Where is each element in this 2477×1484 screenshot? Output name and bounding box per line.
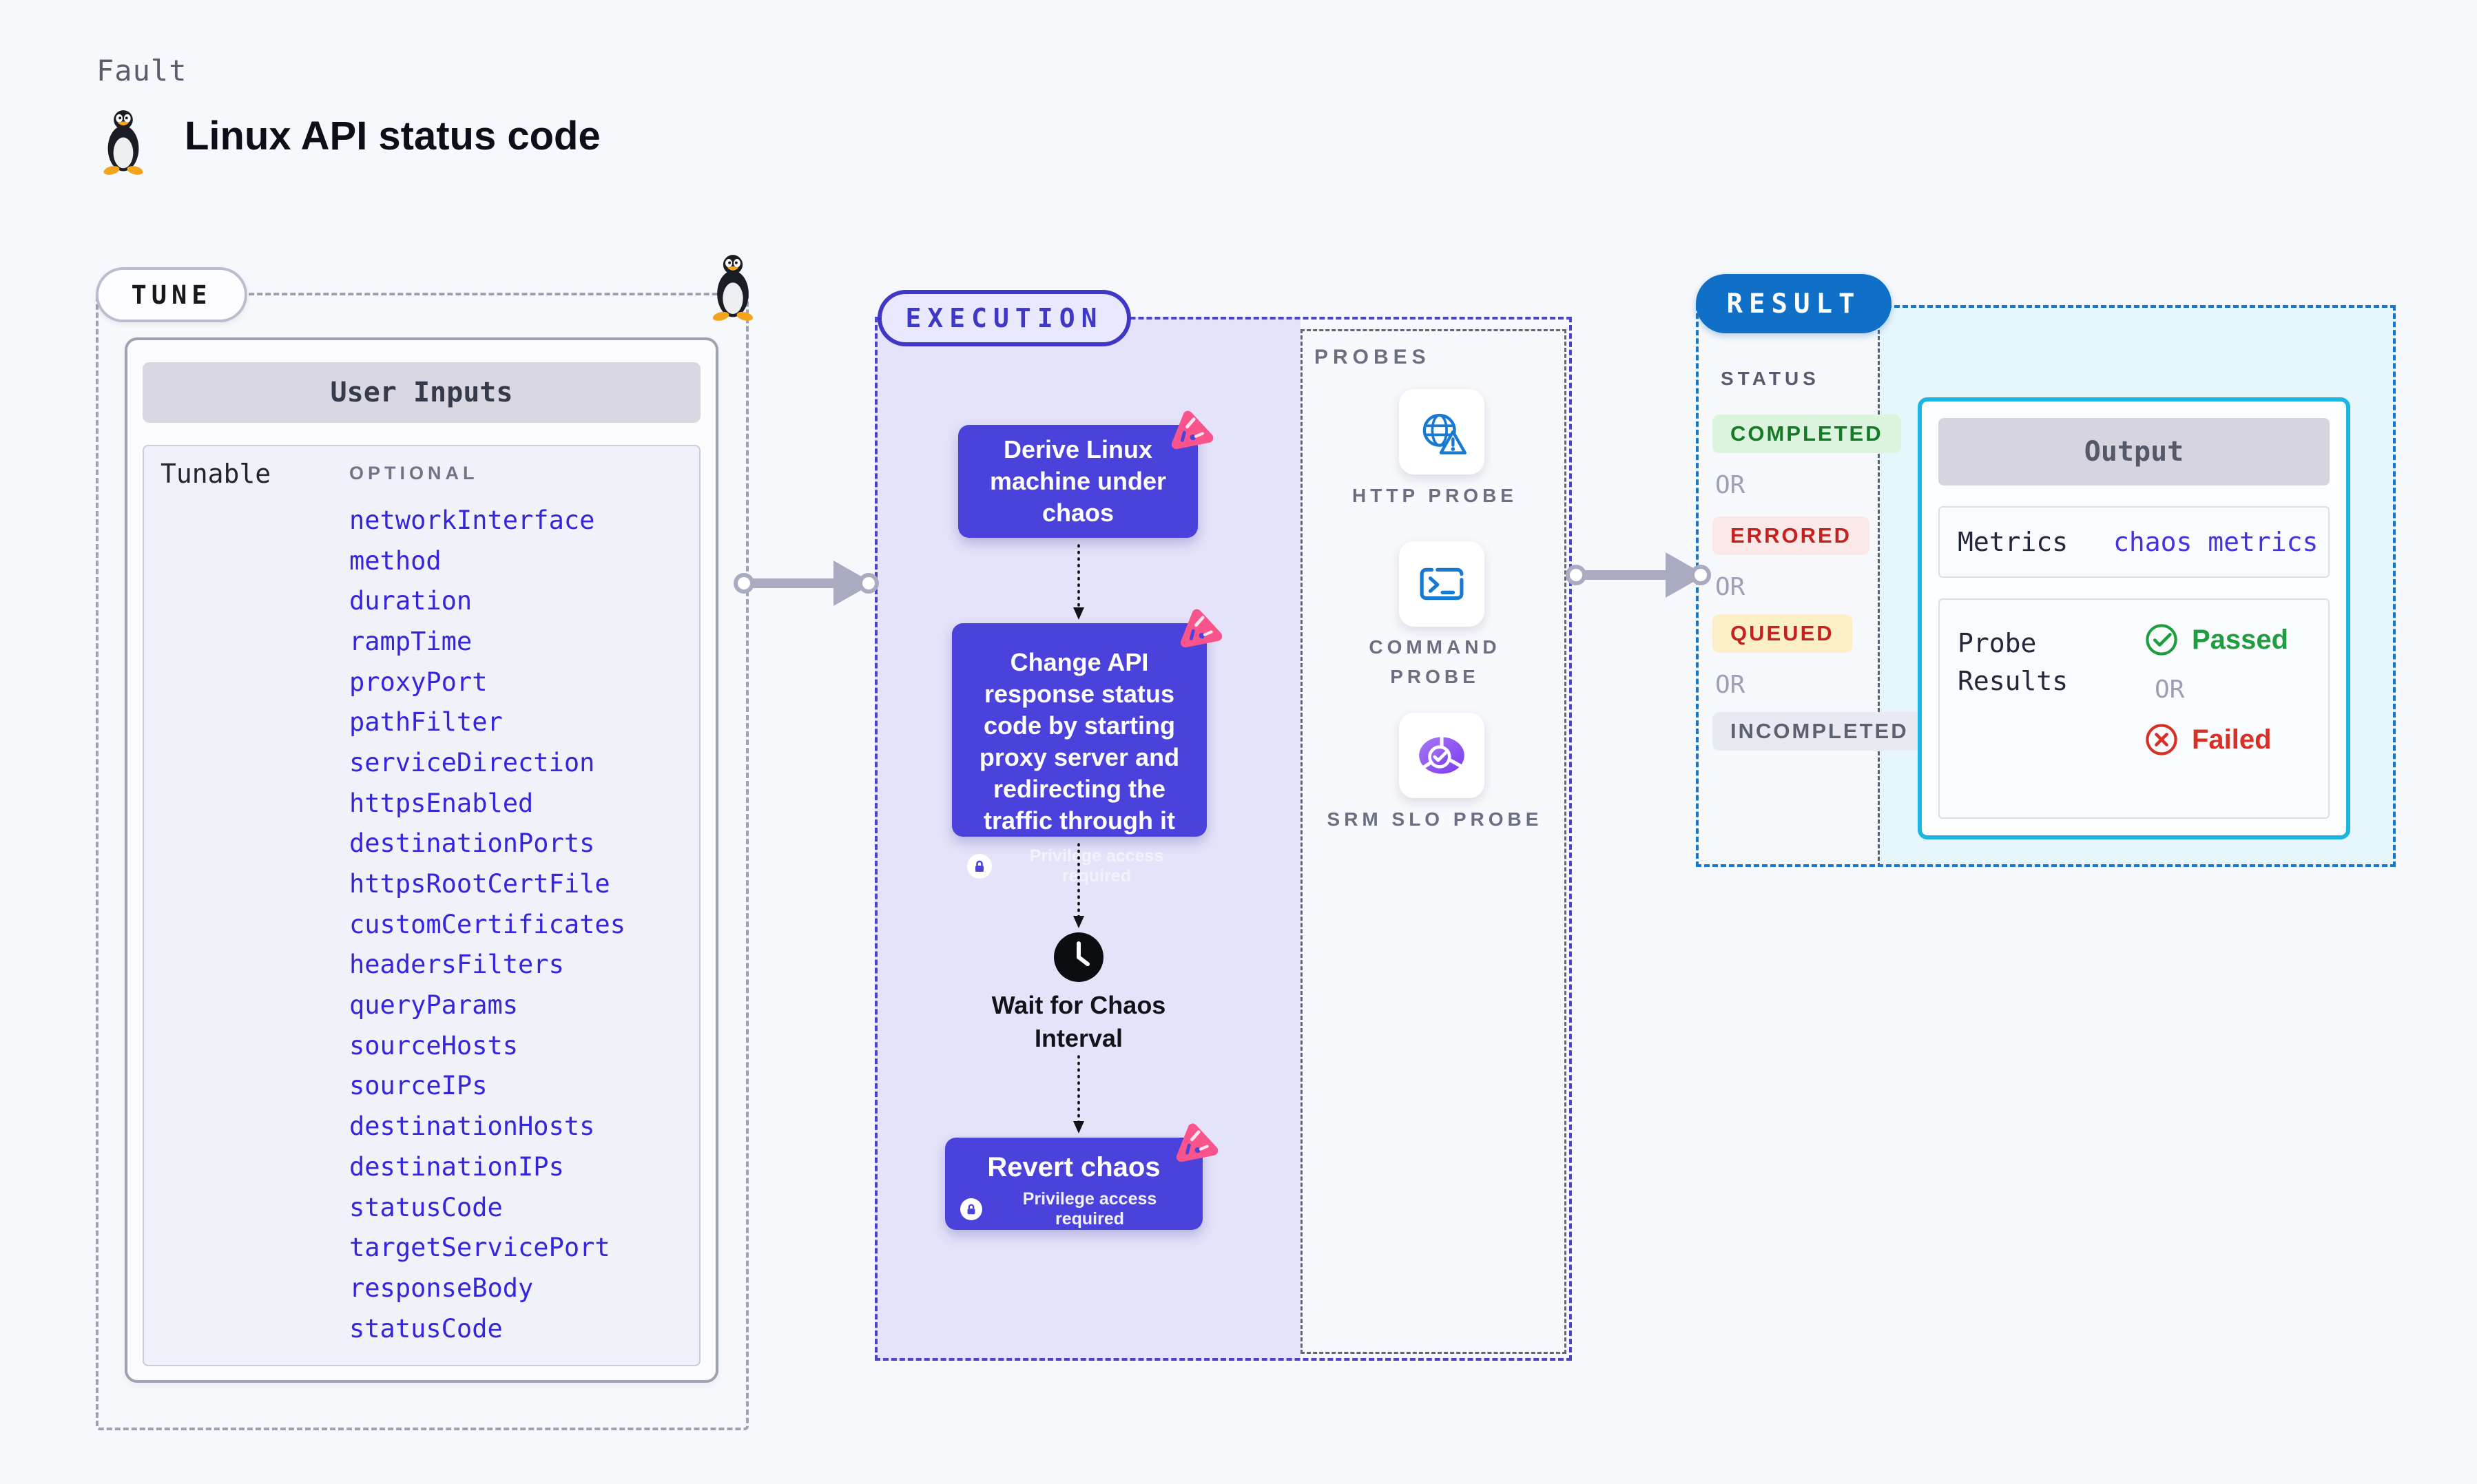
metrics-label: Metrics (1958, 527, 2069, 557)
probes-label: PROBES (1314, 346, 1431, 368)
tunable-param: queryParams (349, 990, 519, 1021)
probes-section-box (1300, 329, 1566, 1354)
tunable-param: duration (349, 586, 473, 616)
srm-slo-probe-card (1399, 713, 1484, 798)
tunable-param: method (349, 545, 442, 576)
lock-icon (960, 1198, 982, 1221)
tune-section-box (96, 293, 749, 1430)
passed-check-icon (2144, 622, 2179, 658)
output-header: Output (1938, 418, 2330, 485)
user-inputs-card: User Inputs Tunable OPTIONAL networkInte… (125, 337, 718, 1383)
tunable-param: pathFilter (349, 707, 503, 738)
tunable-param: sourceHosts (349, 1030, 519, 1060)
page-title: Linux API status code (185, 114, 601, 158)
litmus-chaos-badge-icon (1169, 408, 1213, 451)
tunable-param: targetServicePort (349, 1233, 610, 1263)
tunable-param: rampTime (349, 626, 473, 656)
tunable-param: destinationIPs (349, 1151, 564, 1182)
tunable-param: serviceDirection (349, 747, 595, 777)
tunable-param: statusCode (349, 1313, 503, 1344)
tunable-param: headersFilters (349, 950, 564, 980)
privilege-note: Privilege access required (960, 1189, 1188, 1229)
tux-penguin-corner-icon (712, 255, 754, 322)
status-badge-completed: COMPLETED (1712, 415, 1901, 453)
result-divider (1878, 305, 1880, 867)
flow-arrow-down-icon (1073, 544, 1084, 620)
step-revert-chaos: Revert chaos Privilege access required (945, 1138, 1203, 1230)
tunable-param: httpsEnabled (349, 788, 534, 818)
command-probe-card (1399, 541, 1484, 627)
or-separator: OR (2155, 676, 2185, 704)
step-change-status-code: Change API response status code by start… (952, 623, 1207, 886)
optional-label: OPTIONAL (349, 463, 479, 483)
probe-verdicts: Passed OR Failed (2144, 622, 2288, 757)
http-probe-label: HTTP PROBE (1352, 485, 1517, 506)
failed-verdict: Failed (2144, 722, 2288, 757)
flow-arrow-down-icon (1073, 843, 1084, 928)
tune-pill: TUNE (96, 267, 247, 322)
srm-slo-probe-label: SRM SLO PROBE (1327, 808, 1543, 830)
tux-penguin-icon (103, 110, 144, 176)
tunable-param: proxyPort (349, 667, 488, 697)
tunable-param: responseBody (349, 1273, 534, 1303)
step-label: Derive Linux machine under chaos (989, 435, 1167, 527)
status-badge-incompleted: INCOMPLETED (1712, 712, 1927, 751)
or-separator: OR (1715, 671, 1745, 699)
tunable-param: networkInterface (349, 505, 595, 535)
probe-results-label: Probe Results (1958, 628, 2069, 697)
result-pill: RESULT (1696, 274, 1892, 333)
status-badge-queued: QUEUED (1712, 614, 1852, 653)
passed-verdict: Passed (2144, 622, 2288, 658)
flow-arrow-down-icon (1073, 1055, 1084, 1133)
metrics-row: Metrics chaos metrics (1938, 506, 2330, 578)
clock-icon (1053, 932, 1104, 983)
litmus-chaos-badge-icon (1178, 607, 1222, 649)
tunable-param: httpsRootCertFile (349, 869, 610, 899)
fault-eyebrow: Fault (96, 54, 187, 87)
probes-to-result-arrow (1565, 544, 1712, 606)
step-derive-machine: Derive Linux machine under chaos (958, 425, 1198, 538)
command-probe-icon (1416, 561, 1468, 607)
http-probe-icon (1414, 407, 1469, 457)
command-probe-label: COMMAND PROBE (1369, 636, 1501, 688)
probe-results-row: Probe Results Passed OR Failed (1938, 598, 2330, 819)
tunable-param: customCertificates (349, 909, 625, 939)
metrics-value: chaos metrics (2113, 527, 2319, 557)
step-label: Change API response status code by start… (979, 648, 1180, 835)
litmus-chaos-badge-icon (1174, 1121, 1218, 1164)
or-separator: OR (1715, 471, 1745, 499)
tunable-row-label: Tunable (160, 459, 271, 489)
status-label: STATUS (1721, 368, 1820, 389)
tunable-param: destinationHosts (349, 1111, 595, 1142)
or-separator: OR (1715, 573, 1745, 601)
tunable-param: statusCode (349, 1192, 503, 1222)
status-badge-errored: ERRORED (1712, 516, 1870, 555)
failed-x-icon (2144, 722, 2179, 757)
execution-pill: EXECUTION (878, 290, 1131, 346)
tunable-params-list: networkInterface method duration rampTime pr… (349, 500, 625, 1348)
srm-slo-probe-icon (1413, 730, 1470, 781)
tunable-param: sourceIPs (349, 1071, 488, 1101)
lock-icon (967, 854, 992, 879)
tunable-param: destinationPorts (349, 828, 595, 859)
privilege-note: Privilege access required (967, 846, 1192, 886)
step-label: Revert chaos (987, 1152, 1161, 1182)
user-inputs-header: User Inputs (143, 362, 701, 423)
wait-step-label: Wait for Chaos Interval (991, 991, 1166, 1052)
http-probe-card (1399, 389, 1484, 474)
tune-to-execution-arrow (733, 552, 880, 614)
tunables-panel: Tunable OPTIONAL networkInterface method d… (143, 445, 701, 1366)
output-card: Output Metrics chaos metrics Probe Resul… (1918, 397, 2350, 839)
